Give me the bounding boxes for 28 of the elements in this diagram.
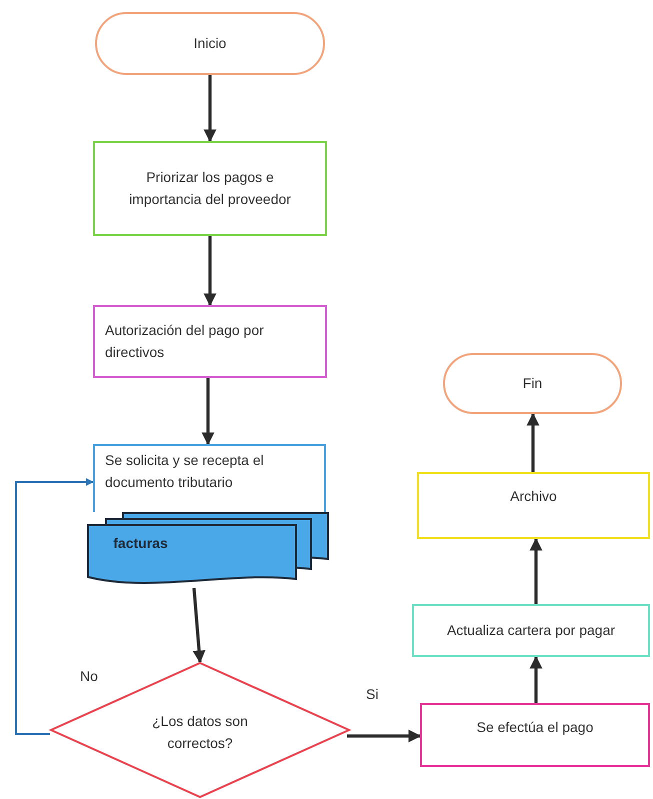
step-text: Actualiza cartera por pagar [446, 620, 616, 640]
step-text: Priorizar los pagos e importancia del proveedor [128, 168, 292, 209]
arrow [526, 412, 540, 472]
step-text: Se efectúa el pago [476, 718, 594, 737]
arrow [347, 730, 422, 742]
process-box [417, 472, 650, 539]
process-box [93, 305, 327, 378]
process-box [412, 604, 650, 657]
arrow [202, 378, 214, 446]
decision-diamond [50, 662, 350, 798]
arrow [192, 588, 206, 664]
edge-label: Si [364, 686, 380, 702]
arrow [15, 478, 94, 735]
document-label: facturas [113, 534, 168, 554]
step-text: Inicio [194, 34, 226, 53]
step-text: Fin [522, 374, 542, 393]
step-text: ¿Los datos son correctos? [151, 712, 249, 753]
arrow [530, 538, 542, 604]
step-text: Autorización del pago por directivos [105, 320, 265, 362]
process-box [420, 703, 650, 767]
arrow [204, 236, 216, 306]
arrow [530, 656, 542, 703]
process-box [93, 444, 326, 512]
arrow [204, 75, 216, 142]
step-text: Se solicita y se recepta el documento tributario [105, 451, 265, 492]
process-box [93, 141, 327, 236]
step-text: Archivo [510, 487, 557, 506]
edge-label: No [78, 668, 100, 684]
